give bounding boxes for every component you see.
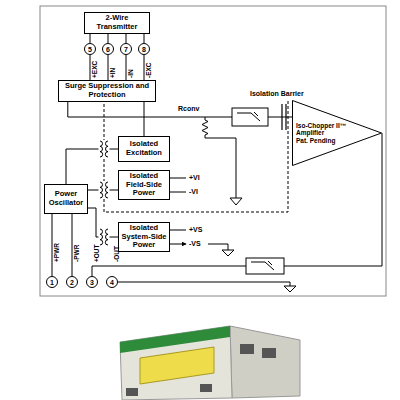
connector (92, 133, 382, 276)
terminal-circle: 5 (84, 43, 96, 55)
amplifier-triangle: Iso-Chopper II™ AmplifierPat. Pending (292, 100, 382, 166)
node-text: Power Oscillator (46, 190, 86, 207)
node-text: 4 (110, 279, 114, 286)
module-terminal (240, 344, 254, 354)
node-text: 2 (70, 279, 74, 286)
ground-wire (118, 282, 290, 286)
connector (88, 208, 118, 237)
terminal-circle: 4 (106, 276, 118, 288)
node-text: Isolated System-Side Power (120, 224, 168, 250)
node-text: Iso-Chopper II™ Amplifier (296, 122, 352, 137)
terminal-circle: 1 (46, 276, 58, 288)
filter-symbol (237, 112, 260, 121)
node-text: Surge Suppression and Protection (60, 82, 154, 99)
signal-label: -VS (189, 240, 201, 247)
pin-label: -PWR (74, 245, 81, 262)
node-text: 6 (106, 46, 110, 53)
transformer-symbol (99, 181, 110, 199)
pin-label: +EXC (92, 61, 99, 78)
module-band (120, 326, 230, 353)
connector (144, 102, 145, 136)
ground-symbol (222, 250, 234, 256)
module-front (120, 326, 232, 400)
node-text: 2-Wire Transmitter (86, 14, 148, 31)
node-text: Isolated Excitation (120, 140, 168, 157)
system-power-box: Isolated System-Side Power (118, 222, 170, 252)
pin-label: +IN (110, 68, 117, 78)
signal-label: -VI (189, 188, 198, 195)
node-text: 5 (88, 46, 92, 53)
connector (90, 55, 91, 80)
node-text: 8 (142, 46, 146, 53)
module-terminal (200, 384, 212, 392)
pin-label: -IN (128, 69, 135, 78)
pin-label: +PWR (54, 243, 61, 262)
isolation-barrier (282, 104, 286, 130)
signal-label: Isolation Barrier (250, 90, 304, 97)
outer-frame (40, 6, 386, 296)
module-label (140, 347, 214, 384)
connector (126, 55, 127, 80)
signal-label: +VS (189, 226, 202, 233)
signal-label: Rconv (178, 105, 199, 112)
module-photo (120, 326, 300, 400)
node-text: 3 (90, 279, 94, 286)
transformer-symbol (99, 228, 110, 246)
terminal-circle: 7 (120, 43, 132, 55)
supply-arrow (170, 178, 186, 244)
connector (90, 34, 91, 43)
isolation-boundary (104, 100, 288, 212)
connector (52, 214, 53, 276)
terminal-circle: 3 (86, 276, 98, 288)
module-side (230, 326, 300, 398)
lowpass-filter-box (232, 108, 268, 126)
filter-symbol (251, 261, 274, 270)
pin-label: +OUT (94, 244, 101, 262)
field-power-box: Isolated Field-Side Power (118, 170, 170, 200)
amplifier-text: Iso-Chopper II™ AmplifierPat. Pending (296, 100, 352, 166)
ground-symbol (284, 286, 296, 292)
node-text: 1 (50, 279, 54, 286)
surge-protection-box: Surge Suppression and Protection (58, 80, 156, 102)
transformer-symbol (99, 140, 110, 158)
resistor-symbol (202, 117, 236, 198)
module-terminal (126, 388, 138, 396)
oscillator-box: Power Oscillator (44, 184, 88, 214)
triangle-shape (293, 101, 382, 166)
terminal-circle: 6 (102, 43, 114, 55)
node-text: 7 (124, 46, 128, 53)
terminal-circle: 8 (138, 43, 150, 55)
module-terminal (262, 348, 276, 358)
connector (108, 55, 109, 80)
connector (144, 55, 145, 80)
excitation-box: Isolated Excitation (118, 136, 170, 162)
connector (68, 102, 292, 117)
connector (66, 149, 118, 184)
connector (108, 34, 109, 43)
connector (126, 34, 127, 43)
connector (144, 34, 145, 43)
connector (88, 190, 118, 191)
ground-symbol (230, 198, 242, 205)
node-text: Pat. Pending (296, 137, 335, 144)
pin-label: -EXC (146, 62, 153, 78)
transmitter-box: 2-Wire Transmitter (84, 12, 150, 34)
pin-label: -OUT (114, 246, 121, 262)
terminal-circle: 2 (66, 276, 78, 288)
node-text: Isolated Field-Side Power (120, 172, 168, 198)
lowpass-filter-box (246, 258, 284, 274)
connector (72, 214, 73, 276)
signal-label: +VI (189, 174, 200, 181)
ground-wire (208, 244, 228, 250)
